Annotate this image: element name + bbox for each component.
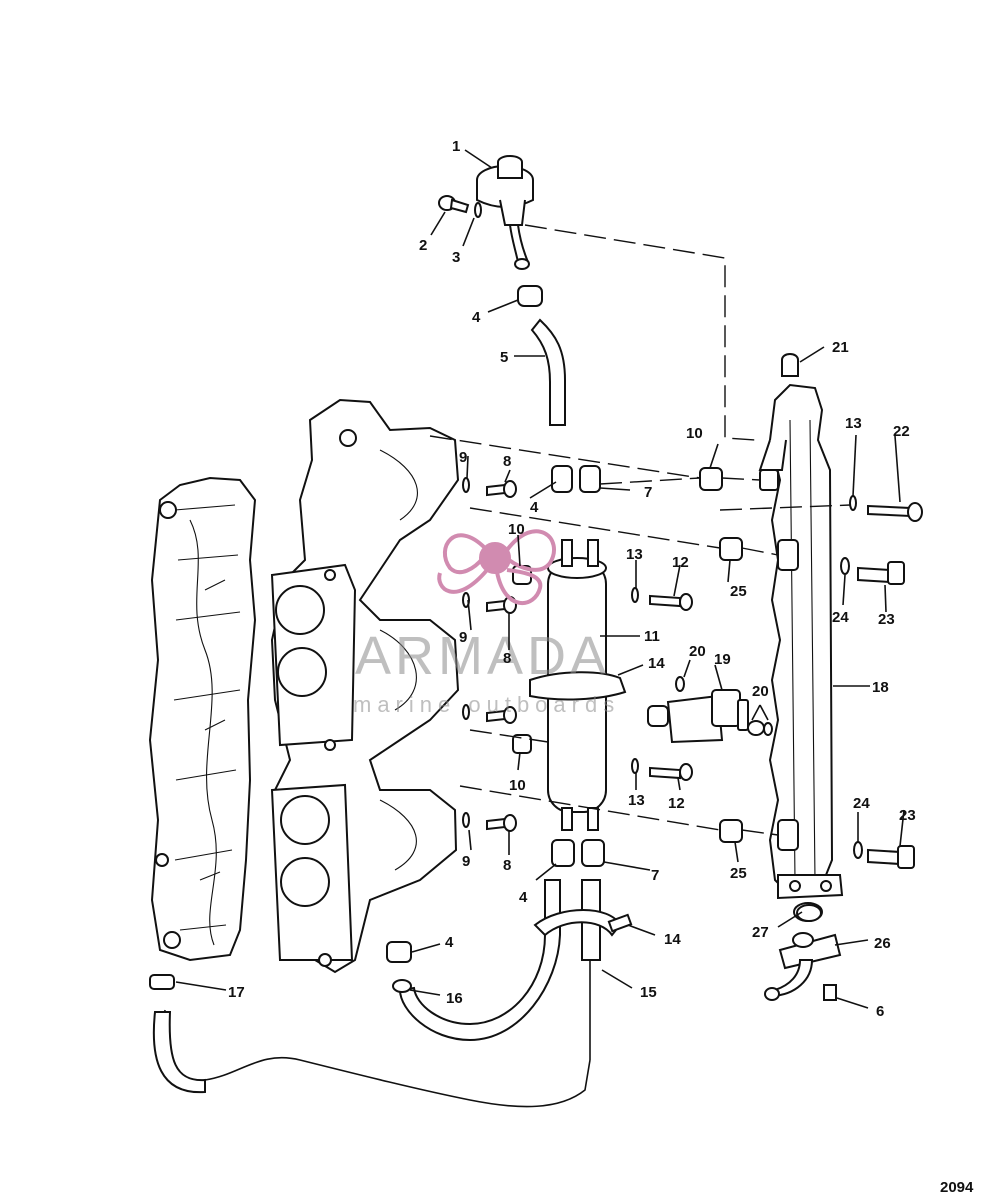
- callout-5: 5: [500, 349, 508, 366]
- callout-4-upper: 4: [530, 499, 539, 516]
- callout-9-upper: 9: [459, 449, 467, 466]
- callout-17: 17: [228, 984, 245, 1001]
- alignment-lines: [429, 224, 851, 836]
- leader-lines: [175, 149, 905, 1009]
- armada-logo-watermark: ARMADA marine outboards: [353, 529, 620, 717]
- grommet-10-right: [699, 467, 723, 491]
- callout-8-lower: 8: [503, 857, 511, 874]
- propeller-icon: [437, 529, 556, 605]
- hose-17: [152, 1011, 206, 1094]
- callout-25-upper: 25: [730, 583, 747, 600]
- callout-18: 18: [872, 679, 889, 696]
- callout-22: 22: [893, 423, 910, 440]
- callout-labels: 1 2 3 4 5 4 8 9 7 10 13 22 10 13 12 25 2…: [228, 138, 916, 1020]
- callout-26: 26: [874, 935, 891, 952]
- callout-8-upper: 8: [503, 453, 511, 470]
- watermark-tagline: marine outboards: [353, 692, 620, 717]
- callout-12-a: 12: [672, 554, 689, 571]
- callout-23-lower: 23: [899, 807, 916, 824]
- hose-clamp-top: [517, 285, 543, 307]
- callout-3: 3: [452, 249, 460, 266]
- clip-17: [149, 974, 175, 990]
- callout-10-b: 10: [509, 777, 526, 794]
- callout-13-b: 13: [628, 792, 645, 809]
- callout-10-right: 10: [686, 425, 703, 442]
- screw-6: [823, 984, 837, 1001]
- callout-9-mid: 9: [459, 629, 467, 646]
- grommet-10b: [512, 734, 532, 754]
- callout-15: 15: [640, 984, 657, 1001]
- fasteners: [462, 477, 923, 869]
- lower-hoses: [398, 879, 633, 1060]
- callout-19: 19: [714, 651, 731, 668]
- callout-11: 11: [644, 628, 660, 645]
- callout-23-upper: 23: [878, 611, 895, 628]
- callout-8-mid: 8: [503, 650, 511, 667]
- fuel-injector: [647, 676, 773, 744]
- callout-4-lower: 4: [519, 889, 528, 906]
- fuel-pressure-regulator: [476, 155, 534, 270]
- callout-14-lower: 14: [664, 931, 681, 948]
- clamp-7-upper: [579, 465, 601, 493]
- callout-20-right: 20: [752, 683, 769, 700]
- callout-7-upper: 7: [644, 484, 652, 501]
- figure-number: 2094: [940, 1179, 974, 1196]
- cylinder-block: [148, 476, 257, 962]
- clamp-4-bottom: [386, 941, 412, 963]
- grommet-25-upper: [719, 537, 743, 561]
- hose-5: [530, 318, 566, 426]
- callout-25-lower: 25: [730, 865, 747, 882]
- callout-24-upper: 24: [832, 609, 849, 626]
- clamp-7-lower: [581, 839, 605, 867]
- screw-2: [438, 195, 482, 218]
- callout-2: 2: [419, 237, 427, 254]
- callout-21: 21: [832, 339, 849, 356]
- callout-6: 6: [876, 1003, 884, 1020]
- hose-16-end: [392, 979, 412, 993]
- strap-14-upper: [529, 671, 627, 701]
- fuel-rail: [758, 353, 844, 900]
- callout-1: 1: [452, 138, 460, 155]
- callout-24-lower: 24: [853, 795, 870, 812]
- callout-16: 16: [446, 990, 463, 1007]
- callout-10-a: 10: [508, 521, 525, 538]
- callout-12-b: 12: [668, 795, 685, 812]
- clamp-4-upper: [551, 465, 573, 493]
- grommet-25-lower: [719, 819, 743, 843]
- return-hose: [163, 1009, 591, 1108]
- intake-manifold: [270, 398, 460, 974]
- callout-4-top: 4: [472, 309, 481, 326]
- seal-27: [796, 904, 822, 922]
- watermark-brand: ARMADA: [355, 626, 610, 686]
- clamp-4-lower: [551, 839, 575, 867]
- callout-7-lower: 7: [651, 867, 659, 884]
- callout-4-bottom: 4: [445, 934, 454, 951]
- callout-13-right: 13: [845, 415, 862, 432]
- callout-14-upper: 14: [648, 655, 665, 672]
- callout-13-a: 13: [626, 546, 643, 563]
- callout-9-lower: 9: [462, 853, 470, 870]
- callout-20-left: 20: [689, 643, 706, 660]
- callout-27: 27: [752, 924, 769, 941]
